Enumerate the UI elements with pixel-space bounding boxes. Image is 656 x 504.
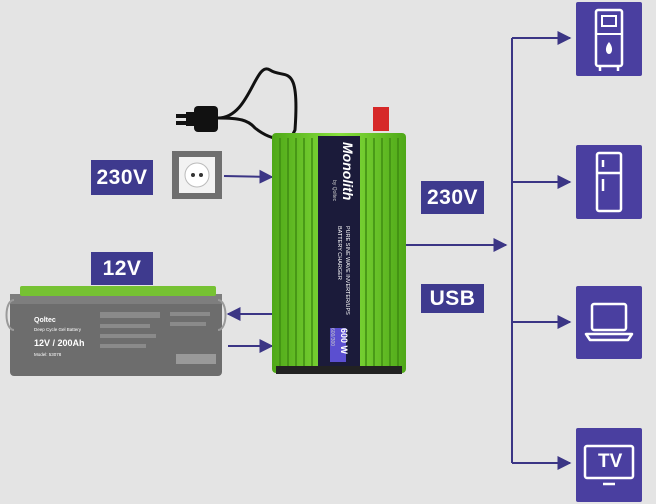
tv-label: TV [598,451,623,472]
battery-icon [5,286,227,376]
battery-brand: Qoltec [34,317,56,324]
power-plug-icon [176,67,298,141]
wall-socket-icon [172,151,222,199]
battery-model: Model: 53078 [34,352,62,357]
ac-input-arrow [223,169,274,184]
fridge-device [576,145,642,219]
usb-label: USB [421,284,484,313]
inverter-icon [272,107,406,374]
battery-type: Deep Cycle Gel Battery [34,327,82,332]
tv-icon [583,444,635,486]
boiler-icon [594,8,624,71]
inverter-sub-brand: by Qoltec [331,180,337,202]
inverter-power: 600 W [339,328,349,355]
fridge-icon [595,151,623,213]
ac-input-label: 230V [91,160,153,195]
laptop-icon [584,302,634,342]
battery-voltage-label: 12V [91,252,153,285]
inverter-line1: PURE SINE WAVE INVERTER/UPS [344,226,350,315]
boiler-device [576,2,642,76]
inverter-brand: Monolith [340,142,356,200]
inverter-line2: BATTERY CHARGER [336,226,342,280]
battery-rating: 12V / 200Ah [34,338,85,348]
ac-output-label: 230V [421,181,484,214]
tv-device: TV [576,428,642,502]
laptop-device [576,286,642,359]
inverter-model: 600/300 [329,328,335,346]
